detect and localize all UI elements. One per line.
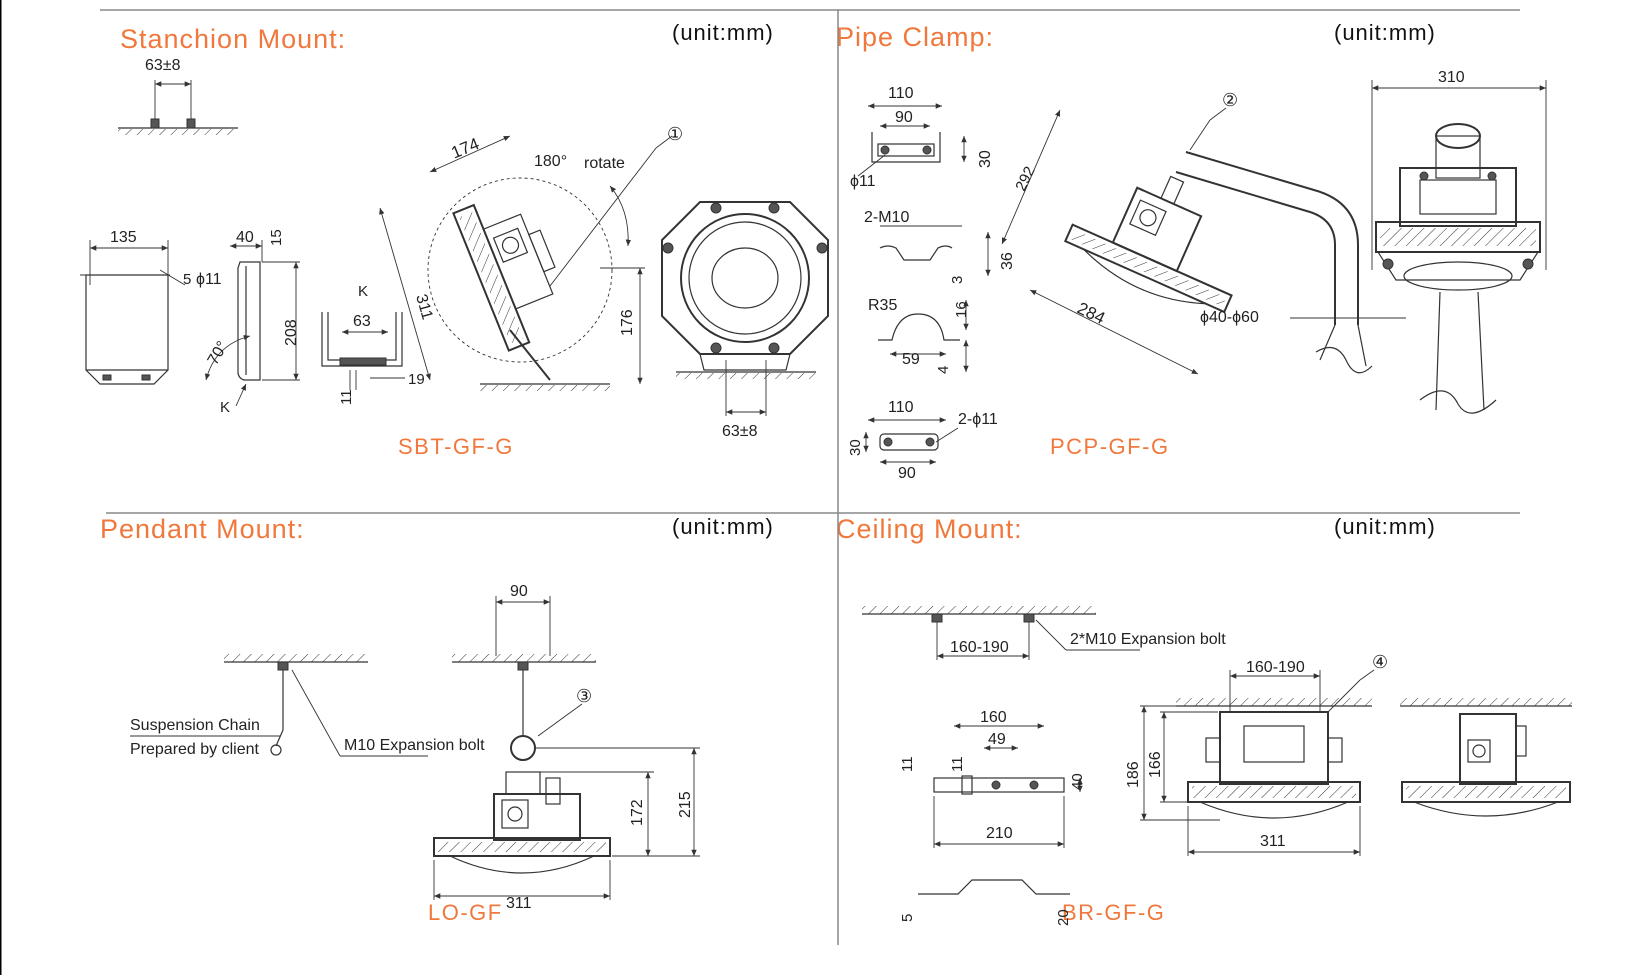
dim-208: 208: [283, 319, 300, 346]
ceiling-fixture-profile: [1400, 698, 1572, 817]
dim-15: 15: [268, 229, 285, 246]
ceiling-dim-5: 5: [899, 914, 916, 922]
pipe-dim-90-top: 90: [895, 109, 913, 126]
ceiling-dim-20: 20: [1055, 909, 1072, 926]
pipe-dim-4: 4: [935, 366, 952, 374]
pendant-model: LO-GF: [428, 900, 503, 925]
ceiling-dim-160-190-a: 160-190: [950, 639, 1009, 656]
pipe-m10: 2-M10: [864, 209, 909, 226]
ceiling-dim-11a: 11: [899, 756, 916, 772]
pipe-dim-36: 36: [999, 252, 1016, 270]
pipe-dim-16: 16: [953, 301, 970, 318]
stanchion-rotated-fixture: 174 180° rotate ① 311 176: [379, 124, 683, 391]
ceiling-dim-11b: 11: [949, 756, 966, 772]
pipe-clamp-bottom: 110 2-ϕ11 30 90: [847, 399, 998, 482]
pipe-dim-90-bot: 90: [898, 465, 916, 482]
ceiling-dim-40: 40: [1069, 773, 1086, 790]
ceiling-fixture-side: 160-190 ④ 186 166 311: [1125, 652, 1388, 856]
pendant-bolt-label: M10 Expansion bolt: [344, 737, 485, 754]
pipe-r35-clamp: R35 59 16 4: [868, 297, 970, 374]
label-prepared-by-client: Prepared by client: [130, 741, 260, 758]
ceiling-unit: (unit:mm): [1334, 514, 1436, 539]
pendant-dim-215: 215: [677, 791, 694, 818]
ceiling-bolt-mount: 160-190 2*M10 Expansion bolt: [862, 606, 1226, 660]
pipe-unit: (unit:mm): [1334, 20, 1436, 45]
stanchion-front-fixture: 63±8: [661, 201, 829, 440]
pipe-dim-310: 310: [1438, 69, 1465, 86]
frame: [0, 0, 1520, 975]
pipe-r35: R35: [868, 297, 897, 314]
label-suspension-chain: Suspension Chain: [130, 717, 260, 734]
dim-174: 174: [448, 134, 481, 162]
pipe-dim-30-top: 30: [977, 150, 994, 168]
dim-19: 19: [408, 371, 425, 388]
label-k-lower: K: [220, 399, 230, 416]
ceiling-dim-160-190-b: 160-190: [1246, 659, 1305, 676]
pipe-dim-284: 284: [1074, 299, 1108, 329]
dim-63-8-bottom: 63±8: [722, 423, 758, 440]
pipe-phi11: ϕ11: [850, 173, 876, 190]
stanchion-bracket-front: 135 5 ϕ11: [80, 229, 222, 385]
pendant-title: Pendant Mount:: [100, 514, 305, 544]
ceiling-dim-186: 186: [1125, 761, 1142, 788]
stanchion-bracket-side: 40 15 208 70° K: [205, 229, 300, 416]
pipe-phi11-2: 2-ϕ11: [958, 411, 998, 428]
ceiling-dim-311: 311: [1260, 833, 1286, 850]
ceiling-dim-49: 49: [988, 731, 1006, 748]
pipe-phi40-60: ϕ40-ϕ60: [1200, 309, 1259, 326]
dim-135: 135: [110, 229, 137, 246]
ceiling-callout-4: ④: [1372, 652, 1388, 672]
stanchion-section-k: K 63 11 19: [321, 283, 425, 405]
ceiling-model: BR-GF-G: [1062, 900, 1166, 925]
ceiling-dim-160: 160: [980, 709, 1007, 726]
pipe-dim-30-bot: 30: [847, 439, 864, 456]
dim-40: 40: [236, 229, 254, 246]
pendant-fixture: 90 ③ 172 215 311: [433, 583, 700, 912]
pipe-dim-110-bot: 110: [888, 399, 914, 416]
pendant-unit: (unit:mm): [672, 514, 774, 539]
dim-11: 11: [338, 389, 355, 405]
pipe-callout-2: ②: [1222, 90, 1238, 110]
dim-176: 176: [619, 309, 636, 336]
ceiling-dim-166: 166: [1147, 751, 1164, 778]
stanchion-unit: (unit:mm): [672, 20, 774, 45]
stanchion-base-plate-top: 63±8: [118, 57, 238, 135]
label-k-section: K: [358, 283, 368, 300]
ceiling-bolt-label: 2*M10 Expansion bolt: [1070, 631, 1226, 648]
dim-5: 5: [183, 271, 191, 288]
pipe-model: PCP-GF-G: [1050, 434, 1170, 459]
ceiling-bracket: 160 49 11 11 40 210 5 20: [899, 709, 1086, 926]
dim-311: 311: [412, 292, 435, 321]
dim-180deg: 180°: [534, 153, 567, 170]
label-rotate: rotate: [584, 155, 625, 172]
dim-63: 63: [353, 313, 371, 330]
pipe-dim-110-top: 110: [888, 85, 914, 102]
dim-phi11: ϕ11: [196, 271, 222, 288]
pendant-dim-172: 172: [629, 799, 646, 826]
ceiling-title: Ceiling Mount:: [836, 514, 1023, 544]
callout-1: ①: [667, 124, 683, 144]
pendant-chain-mount: Suspension Chain Prepared by client M10 …: [130, 654, 485, 758]
pendant-dim-90: 90: [510, 583, 528, 600]
pipe-m10-bracket: 2-M10 36 3: [864, 209, 1016, 284]
pipe-dim-59: 59: [902, 351, 920, 368]
stanchion-title: Stanchion Mount:: [120, 24, 347, 54]
dim-63-8-top: 63±8: [145, 57, 181, 74]
pipe-clamp-top: 110 90 30 ϕ11: [850, 85, 994, 190]
pendant-callout-3: ③: [576, 686, 592, 706]
pipe-front-fixture: 310: [1371, 69, 1547, 414]
pendant-dim-311: 311: [506, 895, 532, 912]
dim-70deg: 70°: [205, 339, 232, 368]
stanchion-model: SBT-GF-G: [398, 434, 514, 459]
pipe-title: Pipe Clamp:: [836, 22, 995, 52]
ceiling-dim-210: 210: [986, 825, 1013, 842]
pipe-mounted-fixture: ② 292 284 ϕ40-ϕ60: [1001, 90, 1406, 375]
pipe-dim-3: 3: [949, 276, 966, 284]
